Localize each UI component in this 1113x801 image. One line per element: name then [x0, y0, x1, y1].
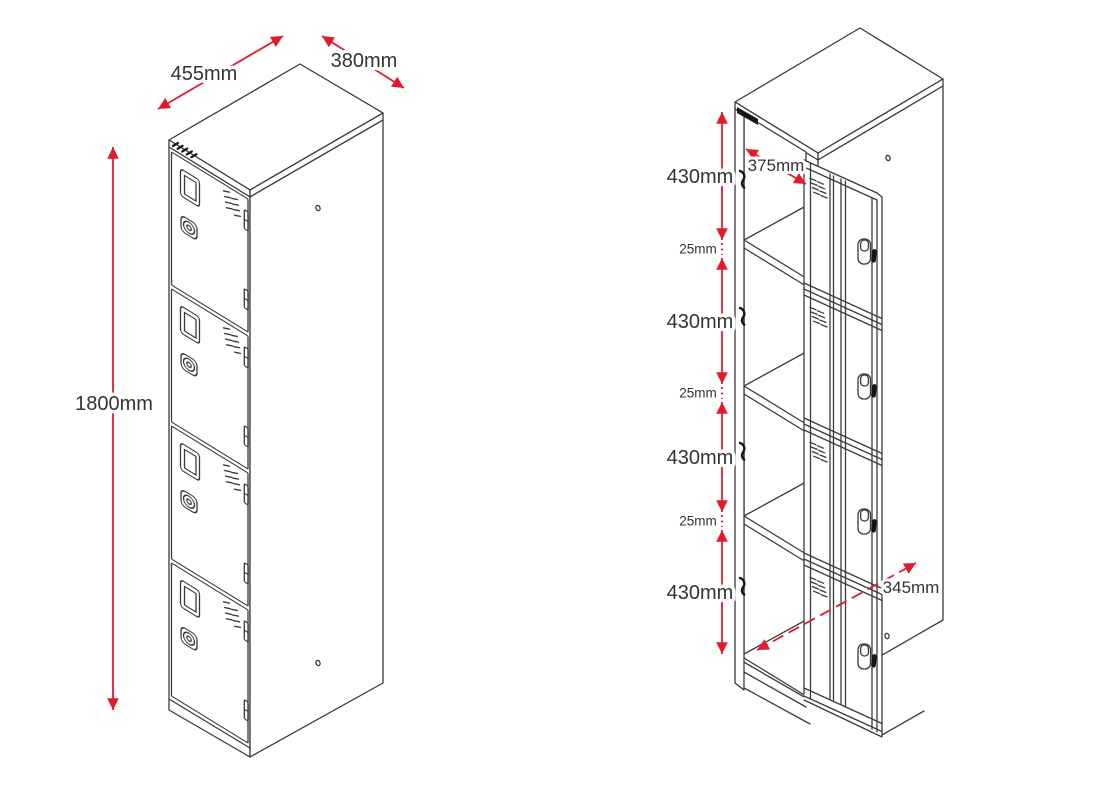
compartment-height-label-2: 430mm — [667, 311, 734, 333]
shelf-spacing-label-1: 25mm — [679, 242, 717, 257]
depth-dimension-label: 455mm — [171, 63, 238, 85]
open-locker-view: 430mm 25mm 430mm 25mm 430mm 25mm 430mm 3… — [663, 27, 944, 738]
width-dimension-label: 380mm — [331, 50, 398, 72]
side-hole — [885, 154, 891, 162]
open-locker-body — [734, 27, 944, 738]
closed-locker-view: 1800mm 455mm 380mm — [72, 35, 405, 758]
base-plinth — [734, 656, 811, 725]
compartment-height-label-1: 430mm — [667, 166, 734, 188]
compartment-height-label-4: 430mm — [667, 582, 734, 604]
locker-body — [168, 63, 384, 758]
depth-dimension-arrow — [157, 35, 284, 110]
side-hole — [315, 204, 321, 212]
internal-depth-dimension-arrow — [756, 562, 917, 651]
door-width-label: 375mm — [748, 156, 805, 175]
door-bottom-edge — [803, 687, 925, 738]
internal-depth-label: 345mm — [883, 578, 940, 597]
side-face — [249, 119, 384, 758]
interior-compartments — [743, 113, 807, 697]
door-separator — [803, 417, 883, 467]
shelf-spacing-label-3: 25mm — [679, 514, 717, 529]
plinth-line — [168, 698, 251, 749]
top-vent-strip — [171, 141, 198, 159]
compartment-height-label-3: 430mm — [667, 447, 734, 469]
shelf-spacing-label-2: 25mm — [679, 386, 717, 401]
closed-locker-dimensions: 1800mm 455mm 380mm — [72, 35, 405, 710]
door-width-dimension-arrow — [745, 148, 807, 185]
width-dimension-arrow — [321, 35, 405, 89]
height-dimension-label: 1800mm — [75, 393, 153, 415]
front-frame-stile — [734, 107, 758, 691]
top-latch-plate — [737, 107, 758, 125]
door-separator — [803, 282, 883, 332]
side-hole — [315, 659, 321, 667]
open-locker-dimensions: 430mm 25mm 430mm 25mm 430mm 25mm 430mm 3… — [663, 111, 942, 654]
